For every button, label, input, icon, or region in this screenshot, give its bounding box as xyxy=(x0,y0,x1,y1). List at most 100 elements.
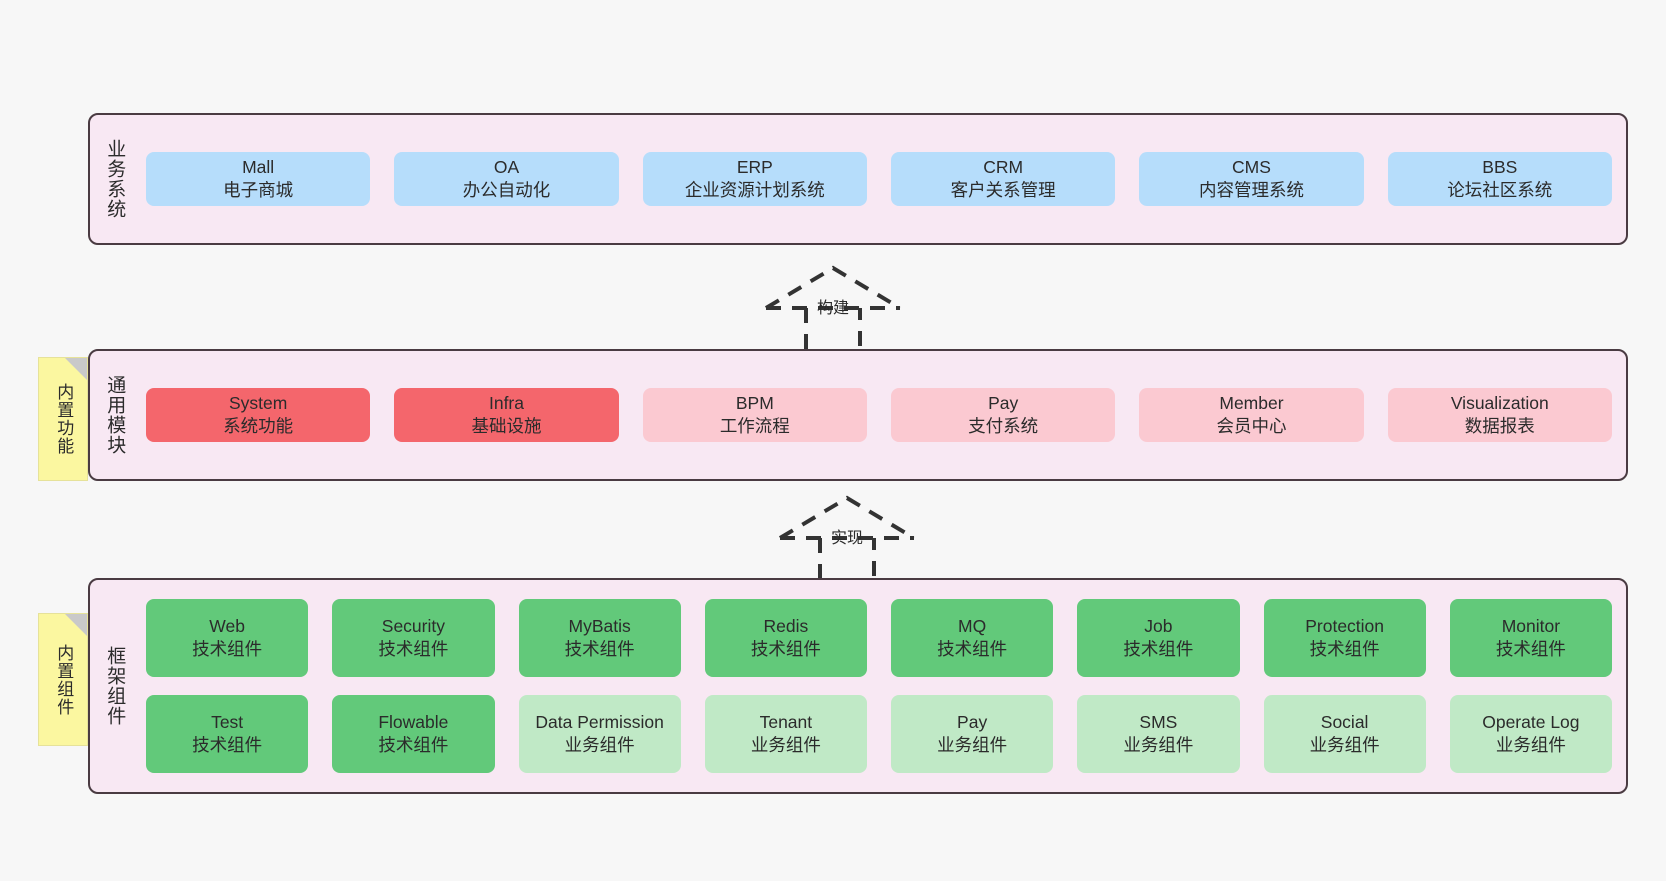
node-subtitle: 业务组件 xyxy=(1495,735,1566,755)
note-builtin-function: 内置功能 xyxy=(38,357,88,481)
connector-build: 构建 xyxy=(758,262,908,354)
node-operate-log[interactable]: Operate Log 业务组件 xyxy=(1449,695,1612,773)
node-row: Test 技术组件 Flowable 技术组件 Data Permission … xyxy=(146,695,1612,773)
node-subtitle: 客户关系管理 xyxy=(950,180,1056,200)
node-subtitle: 技术组件 xyxy=(1123,639,1194,659)
node-mall[interactable]: Mall 电子商城 xyxy=(146,151,371,207)
node-subtitle: 会员中心 xyxy=(1216,416,1287,436)
layer-title-business-system: 业务系统 xyxy=(104,139,126,219)
node-row: Mall 电子商城 OA 办公自动化 ERP 企业资源计划系统 CRM 客户关系… xyxy=(146,151,1612,207)
node-monitor[interactable]: Monitor 技术组件 xyxy=(1449,599,1612,677)
node-mq[interactable]: MQ 技术组件 xyxy=(891,599,1054,677)
node-name: Test xyxy=(211,711,244,732)
node-social[interactable]: Social 业务组件 xyxy=(1263,695,1426,773)
node-subtitle: 基础设施 xyxy=(471,416,542,436)
node-flowable[interactable]: Flowable 技术组件 xyxy=(332,695,495,773)
node-subtitle: 技术组件 xyxy=(750,639,821,659)
node-name: Job xyxy=(1144,615,1173,636)
note-fold-icon xyxy=(65,614,87,636)
node-name: Operate Log xyxy=(1482,711,1580,732)
node-test[interactable]: Test 技术组件 xyxy=(146,695,309,773)
node-name: Pay xyxy=(957,711,988,732)
node-subtitle: 论坛社区系统 xyxy=(1447,180,1553,200)
node-erp[interactable]: ERP 企业资源计划系统 xyxy=(642,151,867,207)
node-oa[interactable]: OA 办公自动化 xyxy=(394,151,619,207)
node-subtitle: 业务组件 xyxy=(1123,735,1194,755)
layer-body-framework-component: Web 技术组件 Security 技术组件 MyBatis 技术组件 Redi… xyxy=(138,580,1626,792)
note-label: 内置功能 xyxy=(54,383,74,455)
node-mybatis[interactable]: MyBatis 技术组件 xyxy=(518,599,681,677)
node-name: BPM xyxy=(735,392,774,413)
node-name: MQ xyxy=(958,615,987,636)
node-subtitle: 系统功能 xyxy=(223,416,294,436)
node-subtitle: 业务组件 xyxy=(937,735,1008,755)
node-bpm[interactable]: BPM 工作流程 xyxy=(642,387,867,443)
node-name: OA xyxy=(493,156,520,177)
node-tenant[interactable]: Tenant 业务组件 xyxy=(704,695,867,773)
node-subtitle: 工作流程 xyxy=(719,416,790,436)
node-name: Pay xyxy=(988,392,1019,413)
node-data-permission[interactable]: Data Permission 业务组件 xyxy=(518,695,681,773)
node-visualization[interactable]: Visualization 数据报表 xyxy=(1387,387,1612,443)
node-subtitle: 技术组件 xyxy=(378,639,449,659)
node-crm[interactable]: CRM 客户关系管理 xyxy=(890,151,1116,207)
node-name: Mall xyxy=(242,156,275,177)
node-row: Web 技术组件 Security 技术组件 MyBatis 技术组件 Redi… xyxy=(146,599,1612,677)
node-system[interactable]: System 系统功能 xyxy=(146,387,371,443)
node-subtitle: 技术组件 xyxy=(192,639,263,659)
node-cms[interactable]: CMS 内容管理系统 xyxy=(1139,151,1364,207)
node-name: CRM xyxy=(983,156,1024,177)
layer-body-common-module: System 系统功能 Infra 基础设施 BPM 工作流程 Pay 支付系统… xyxy=(138,351,1626,479)
node-subtitle: 业务组件 xyxy=(564,735,635,755)
layer-framework-component: 框架组件 Web 技术组件 Security 技术组件 MyBatis 技术组件… xyxy=(88,578,1628,794)
note-fold-icon xyxy=(65,358,87,380)
node-name: Redis xyxy=(763,615,809,636)
node-name: Visualization xyxy=(1450,392,1549,413)
node-subtitle: 技术组件 xyxy=(1309,639,1380,659)
node-name: CMS xyxy=(1232,156,1271,177)
layer-body-business-system: Mall 电子商城 OA 办公自动化 ERP 企业资源计划系统 CRM 客户关系… xyxy=(138,115,1626,243)
node-job[interactable]: Job 技术组件 xyxy=(1077,599,1240,677)
node-subtitle: 技术组件 xyxy=(937,639,1008,659)
node-subtitle: 支付系统 xyxy=(968,416,1039,436)
node-sms[interactable]: SMS 业务组件 xyxy=(1077,695,1240,773)
node-member[interactable]: Member 会员中心 xyxy=(1139,387,1364,443)
node-subtitle: 内容管理系统 xyxy=(1198,180,1304,200)
node-redis[interactable]: Redis 技术组件 xyxy=(704,599,867,677)
node-name: Tenant xyxy=(759,711,813,732)
node-name: MyBatis xyxy=(568,615,631,636)
node-name: Web xyxy=(209,615,245,636)
node-pay-module[interactable]: Pay 支付系统 xyxy=(890,387,1116,443)
node-name: Flowable xyxy=(378,711,449,732)
node-infra[interactable]: Infra 基础设施 xyxy=(394,387,619,443)
node-row: System 系统功能 Infra 基础设施 BPM 工作流程 Pay 支付系统… xyxy=(146,387,1612,443)
node-name: Security xyxy=(381,615,445,636)
node-name: Data Permission xyxy=(535,711,664,732)
node-subtitle: 技术组件 xyxy=(1495,639,1566,659)
node-subtitle: 技术组件 xyxy=(378,735,449,755)
node-name: Member xyxy=(1219,392,1284,413)
layer-business-system: 业务系统 Mall 电子商城 OA 办公自动化 ERP 企业资源计划系统 CRM… xyxy=(88,113,1628,245)
connector-implement: 实现 xyxy=(772,492,922,584)
dashed-generalization-arrow-icon xyxy=(778,495,916,584)
node-subtitle: 企业资源计划系统 xyxy=(684,180,825,200)
connector-label-implement: 实现 xyxy=(830,530,864,547)
node-subtitle: 办公自动化 xyxy=(462,180,551,200)
node-protection[interactable]: Protection 技术组件 xyxy=(1263,599,1426,677)
node-subtitle: 业务组件 xyxy=(1309,735,1380,755)
node-bbs[interactable]: BBS 论坛社区系统 xyxy=(1387,151,1612,207)
node-name: Infra xyxy=(488,392,524,413)
node-pay-component[interactable]: Pay 业务组件 xyxy=(891,695,1054,773)
layer-title-framework-component: 框架组件 xyxy=(104,646,126,726)
node-subtitle: 数据报表 xyxy=(1464,416,1535,436)
layer-title-common-module: 通用模块 xyxy=(104,375,126,455)
node-name: Protection xyxy=(1305,615,1385,636)
node-name: ERP xyxy=(736,156,773,177)
node-security[interactable]: Security 技术组件 xyxy=(332,599,495,677)
node-name: BBS xyxy=(1482,156,1518,177)
note-builtin-component: 内置组件 xyxy=(38,613,88,746)
dashed-generalization-arrow-icon xyxy=(764,265,902,354)
note-label: 内置组件 xyxy=(54,643,74,716)
node-web[interactable]: Web 技术组件 xyxy=(146,599,309,677)
